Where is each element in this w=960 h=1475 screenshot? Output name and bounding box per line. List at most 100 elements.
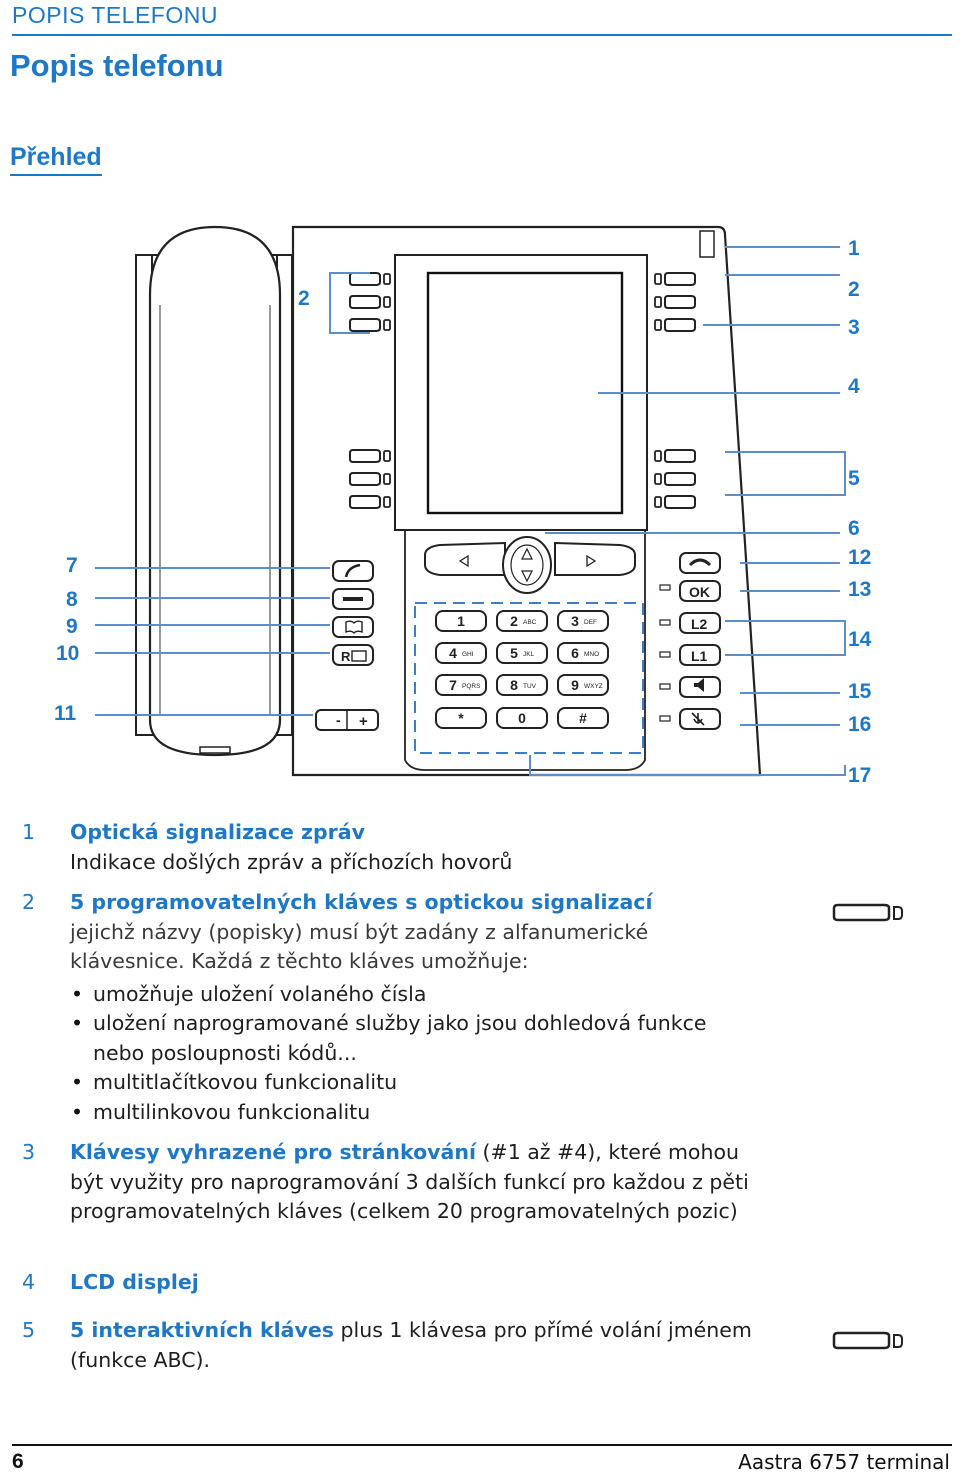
keypad-digit: 3 <box>571 613 579 629</box>
callout-numbers: 1 2 2 3 4 5 6 7 8 9 10 11 12 13 14 15 16… <box>54 237 872 787</box>
callout-16: 16 <box>848 713 871 736</box>
keypad-key <box>496 707 548 729</box>
item-number: 5 <box>22 1318 36 1342</box>
arrow-left-icon <box>458 554 469 568</box>
l1-key-label: L1 <box>691 648 708 664</box>
callout-8: 8 <box>66 588 78 611</box>
footer-text: Aastra 6757 terminal <box>738 1450 950 1474</box>
redial-key-label: R <box>341 649 351 664</box>
callout-15: 15 <box>848 680 872 703</box>
head-rule <box>12 34 952 36</box>
callout-2-left: 2 <box>298 287 310 310</box>
keypad-digit: 6 <box>571 645 579 661</box>
callout-13: 13 <box>848 578 871 601</box>
arrow-down-icon <box>521 570 533 583</box>
programmable-key-icon <box>832 903 903 922</box>
bullet-item: multitlačítkovou funkcionalitu <box>70 1068 770 1098</box>
handset-icon <box>344 563 361 578</box>
item-number: 1 <box>22 820 36 844</box>
keypad-digit: 5 <box>510 645 518 661</box>
item-number: 2 <box>22 890 36 914</box>
page-number: 6 <box>12 1450 24 1473</box>
hold-icon <box>343 597 363 601</box>
keypad-key <box>557 610 609 632</box>
keypad-key <box>435 610 487 632</box>
directory-icon <box>345 620 363 634</box>
item-text: Indikace došlých zpráv a příchozích hovo… <box>70 849 513 874</box>
keypad-letters: ABC <box>523 619 537 626</box>
callout-9: 9 <box>66 615 78 638</box>
keypad-letters: MNO <box>584 651 599 658</box>
keypad-digit: 1 <box>457 613 465 629</box>
keypad-key <box>435 707 487 729</box>
item-title: 5 interaktivních kláves <box>70 1318 334 1342</box>
item-text: plus 1 klávesa pro přímé volání jménem (… <box>70 1318 752 1372</box>
item-number: 3 <box>22 1140 36 1164</box>
item-text: jejichž názvy (popisky) musí být zadány … <box>70 919 649 974</box>
keypad-key <box>496 610 548 632</box>
callout-7: 7 <box>66 554 78 577</box>
callout-lines <box>95 246 846 776</box>
l2-key-label: L2 <box>691 616 708 632</box>
volume-plus-label: + <box>359 713 368 730</box>
callout-2-right: 2 <box>848 278 860 301</box>
arrow-up-icon <box>521 547 533 560</box>
keypad-digit: 8 <box>510 677 518 693</box>
item-text: (#1 až #4), které mohou být využity pro … <box>70 1140 749 1223</box>
keypad-letters: GHI <box>462 651 474 658</box>
bullet-item: umožňuje uložení volaného čísla <box>70 980 770 1010</box>
handset <box>135 225 293 757</box>
callout-14: 14 <box>848 628 872 651</box>
item-number: 4 <box>22 1270 36 1294</box>
volume-minus-label: - <box>336 712 341 728</box>
keypad-digit: 2 <box>510 613 518 629</box>
programmable-key-icon <box>832 1331 903 1350</box>
phone-body <box>291 225 762 777</box>
keypad-key <box>435 674 487 696</box>
running-head: POPIS TELEFONU <box>12 2 218 28</box>
keypad-digit: 0 <box>518 710 526 726</box>
keypad-letters: DEF <box>584 619 597 626</box>
keypad-letters: JKL <box>523 651 535 658</box>
arrow-right-icon <box>586 554 597 568</box>
keypad-key <box>496 674 548 696</box>
keypad-digit: # <box>579 710 587 726</box>
page-title: Popis telefonu <box>10 48 224 83</box>
mute-icon <box>691 712 705 726</box>
bullet-item: uložení naprogramované služby jako jsou … <box>70 1009 743 1068</box>
keypad-letters: PQRS <box>462 683 481 690</box>
keypad-key <box>435 642 487 664</box>
callout-5: 5 <box>848 467 860 490</box>
item-title: Klávesy vyhrazené pro stránkování <box>70 1140 476 1164</box>
ok-key-label: OK <box>689 584 710 600</box>
lcd-display <box>426 271 624 515</box>
callout-4: 4 <box>848 375 860 398</box>
callout-1: 1 <box>848 237 860 260</box>
footer-rule <box>12 1444 952 1446</box>
keypad-digit: 4 <box>449 645 457 661</box>
keypad-key <box>557 642 609 664</box>
keypad-letters: TUV <box>523 683 537 690</box>
item-title: Optická signalizace zpráv <box>70 820 365 844</box>
keypad-key <box>557 707 609 729</box>
bullet-item: multilinkovou funkcionalitu <box>70 1098 770 1128</box>
callout-6: 6 <box>848 517 860 540</box>
keypad-digit: 7 <box>449 677 457 693</box>
keypad-digit: 9 <box>571 677 579 693</box>
item-title: LCD displej <box>70 1270 199 1294</box>
keypad-key <box>496 642 548 664</box>
callout-17: 17 <box>848 764 871 787</box>
bullet-list: umožňuje uložení volaného čísla uložení … <box>70 980 770 1128</box>
left-function-keys: R - + <box>315 560 379 731</box>
navigation-keys <box>424 536 636 594</box>
callout-3: 3 <box>848 316 860 339</box>
speaker-icon <box>694 678 704 692</box>
message-icon <box>351 650 367 662</box>
section-title: Přehled <box>10 143 102 176</box>
right-function-keys: OK L2 L1 <box>659 552 721 730</box>
release-icon <box>688 558 712 567</box>
callout-10: 10 <box>56 642 79 665</box>
callout-12: 12 <box>848 546 871 569</box>
